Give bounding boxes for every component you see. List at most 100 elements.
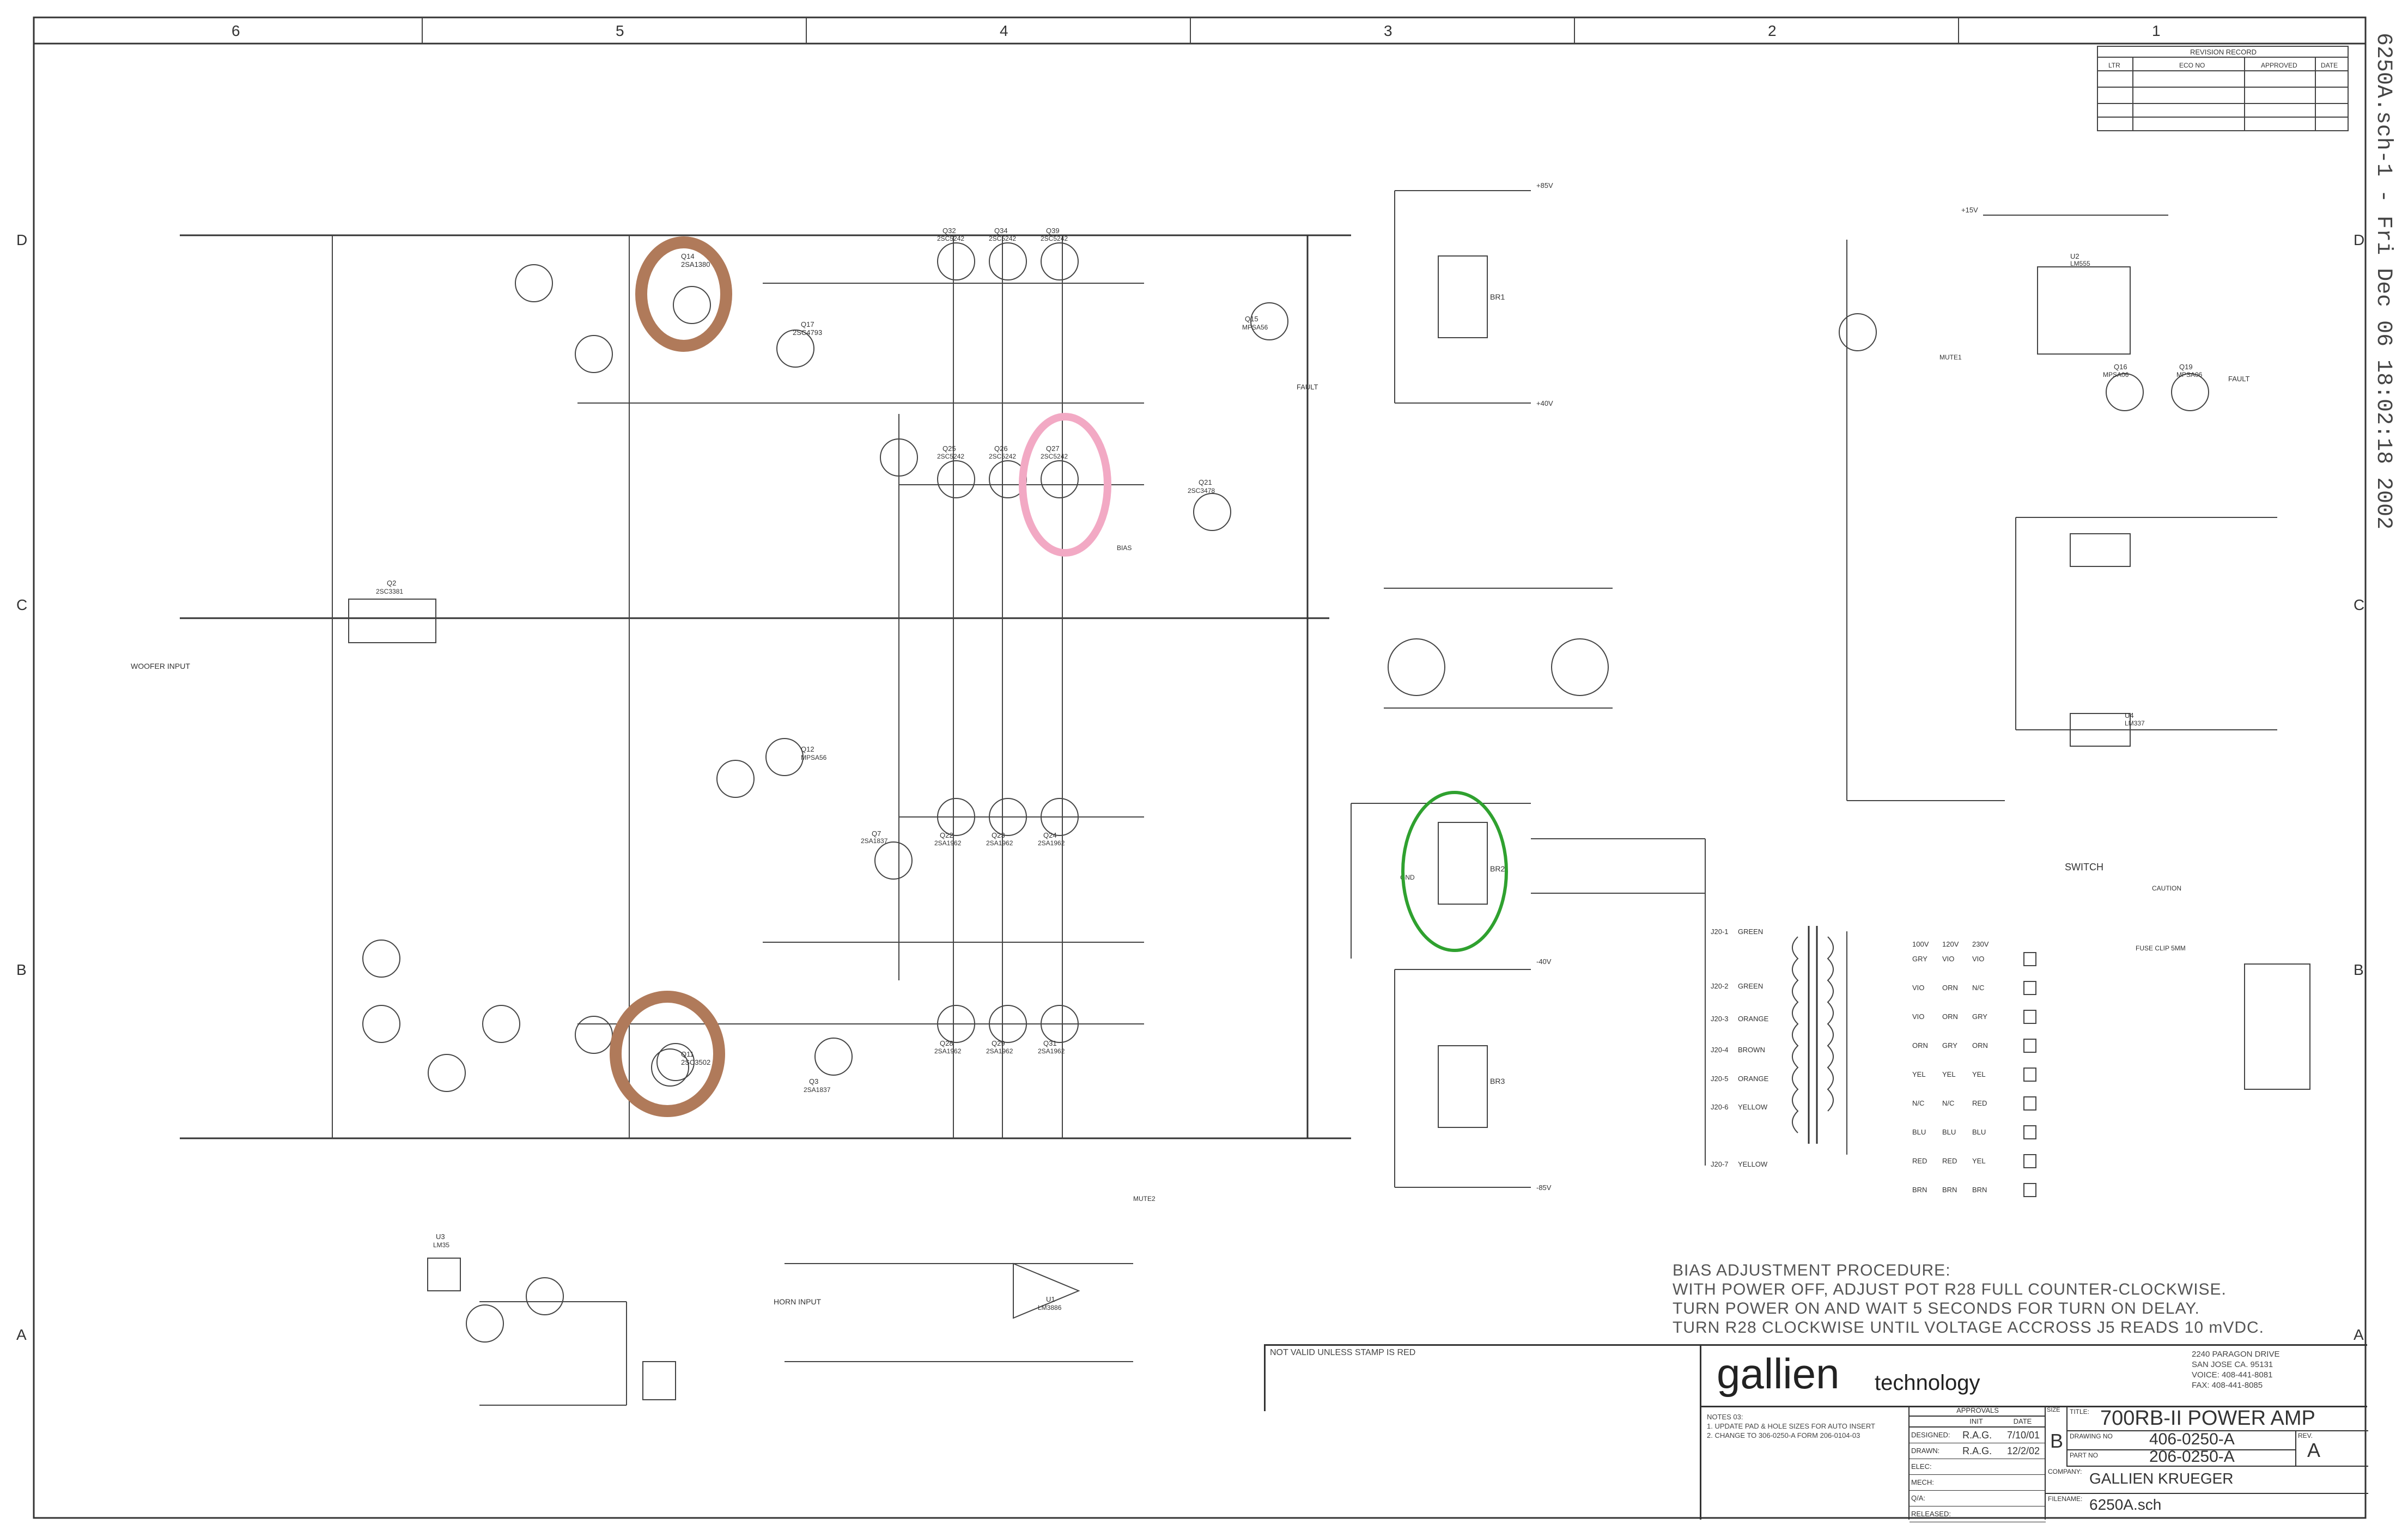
voltage-table-cell: RED bbox=[1912, 1157, 1927, 1165]
wiring bbox=[180, 190, 2277, 1406]
approvals-header: INIT DATE bbox=[1910, 1417, 2046, 1428]
not-valid-text: NOT VALID UNLESS STAMP IS RED bbox=[1270, 1348, 1416, 1357]
u4-ref: U4 bbox=[2125, 711, 2134, 719]
approvals-date: 7/10/01 bbox=[2007, 1430, 2040, 1441]
pink-circle-q27 bbox=[1019, 413, 1111, 557]
approvals-title: APPROVALS bbox=[1910, 1406, 2046, 1417]
approvals-date bbox=[1999, 1491, 2046, 1506]
tap-1-color: GREEN bbox=[1738, 928, 1763, 936]
bias-label: BIAS bbox=[1117, 544, 1132, 552]
voltage-table-cell: YEL bbox=[1942, 1070, 1956, 1078]
voltage-table-cell: VIO bbox=[1912, 1012, 1924, 1021]
q17-value: 2SC4793 bbox=[793, 328, 822, 337]
tap-5-color: ORANGE bbox=[1738, 1075, 1769, 1083]
q21-ref: Q21 bbox=[1199, 478, 1212, 486]
voltage-table-cell: RED bbox=[1942, 1157, 1957, 1165]
tap-4-color: BROWN bbox=[1738, 1046, 1765, 1054]
zone-d-right: D bbox=[2354, 231, 2364, 248]
approvals-date: 12/2/02 bbox=[2007, 1445, 2040, 1456]
zone-1: 1 bbox=[2152, 22, 2161, 39]
drawing-title: 700RB-II POWER AMP bbox=[2100, 1407, 2315, 1430]
q39-ref: Q39 bbox=[1046, 227, 1060, 235]
address-line-4: FAX: 408-441-8085 bbox=[2192, 1381, 2263, 1390]
q19-ref: Q19 bbox=[2179, 363, 2193, 371]
voltage-table-cell: VIO bbox=[1942, 955, 1954, 963]
fault-label-left: FAULT bbox=[1297, 383, 1318, 391]
company-label: COMPANY: bbox=[2048, 1468, 2082, 1475]
address-line-2: SAN JOSE CA. 95131 bbox=[2192, 1360, 2273, 1369]
approvals-role: ELEC: bbox=[1911, 1462, 1932, 1471]
net-labels: WOOFER INPUT HORN INPUT SWITCH CAUTION F… bbox=[131, 181, 2250, 1306]
vt-col-120: 120V bbox=[1942, 940, 1959, 948]
q14-value: 2SA1380 bbox=[681, 260, 710, 269]
plus40-label: +40V bbox=[1536, 399, 1553, 407]
approvals-role: DESIGNED: bbox=[1911, 1431, 1950, 1439]
bias-procedure: BIAS ADJUSTMENT PROCEDURE: WITH POWER OF… bbox=[1673, 1261, 2264, 1337]
rev-label: REV. bbox=[2298, 1432, 2313, 1439]
drawing-no-value: 406-0250-A bbox=[2149, 1430, 2235, 1448]
connector-pin bbox=[2023, 952, 2036, 966]
q15-ref: Q15 bbox=[1245, 315, 1258, 323]
q32-value: 2SC5242 bbox=[937, 235, 964, 242]
approvals-row: Q/A: bbox=[1910, 1491, 2046, 1506]
woofer-input-label: WOOFER INPUT bbox=[131, 662, 190, 670]
bias-procedure-title: BIAS ADJUSTMENT PROCEDURE: bbox=[1673, 1261, 1951, 1279]
tap-3-color: ORANGE bbox=[1738, 1015, 1769, 1023]
ics bbox=[427, 266, 2310, 1400]
q22-ref: Q22 bbox=[940, 831, 953, 839]
approvals-role: Q/A: bbox=[1911, 1494, 1926, 1502]
not-valid-box: NOT VALID UNLESS STAMP IS RED bbox=[1264, 1344, 1701, 1411]
q3-value: 2SA1837 bbox=[804, 1086, 831, 1094]
revision-record-title: REVISION RECORD bbox=[2190, 48, 2257, 56]
fuse-clip-label: FUSE CLIP 5MM bbox=[2136, 944, 2186, 952]
approvals-row: DRAWN:R.A.G.12/2/02 bbox=[1910, 1443, 2046, 1459]
tap-1-label: J20-1 bbox=[1711, 928, 1729, 936]
q7-ref: Q7 bbox=[872, 829, 881, 838]
voltage-table-cell: VIO bbox=[1912, 984, 1924, 992]
company-cell: COMPANY: GALLIEN KRUEGER bbox=[2045, 1466, 2368, 1494]
q31-ref: Q31 bbox=[1043, 1039, 1057, 1047]
tap-6-color: YELLOW bbox=[1738, 1103, 1768, 1111]
approvals-init bbox=[1953, 1475, 1999, 1490]
approvals-init bbox=[1953, 1506, 1999, 1522]
note-1: 1. UPDATE PAD & HOLE SIZES FOR AUTO INSE… bbox=[1707, 1422, 1875, 1430]
minus40-label: -40V bbox=[1536, 957, 1552, 966]
tap-7-color: YELLOW bbox=[1738, 1160, 1768, 1168]
voltage-table-cell: ORN bbox=[1942, 984, 1958, 992]
approvals-row: MECH: bbox=[1910, 1475, 2046, 1491]
rev-col-date: DATE bbox=[2321, 62, 2338, 69]
filename-label: FILENAME: bbox=[2048, 1495, 2083, 1503]
voltage-table-cell: BLU bbox=[1972, 1128, 1986, 1136]
mute2-label: MUTE2 bbox=[1133, 1195, 1156, 1203]
u2-ref: U2 bbox=[2070, 252, 2079, 260]
zone-3: 3 bbox=[1384, 22, 1392, 39]
q24-ref: Q24 bbox=[1043, 831, 1057, 839]
q28-value: 2SA1962 bbox=[934, 1047, 962, 1055]
q27-value: 2SC5242 bbox=[1041, 453, 1068, 460]
approvals-date bbox=[1999, 1475, 2046, 1490]
voltage-table-cell: GRY bbox=[1972, 1012, 1987, 1021]
size-value: B bbox=[2050, 1430, 2063, 1452]
approvals-role: DRAWN: bbox=[1911, 1447, 1940, 1455]
q23-ref: Q23 bbox=[992, 831, 1005, 839]
q11-ref: Q11 bbox=[681, 1050, 694, 1058]
q3-ref: Q3 bbox=[809, 1077, 818, 1085]
q31-value: 2SA1962 bbox=[1038, 1047, 1065, 1055]
approvals-date bbox=[1999, 1459, 2046, 1474]
u3-value: LM35 bbox=[433, 1241, 449, 1249]
u4-value: LM337 bbox=[2125, 719, 2145, 727]
notes: NOTES 03: 1. UPDATE PAD & HOLE SIZES FOR… bbox=[1707, 1412, 1908, 1440]
connector-pin bbox=[2023, 1039, 2036, 1053]
approvals-role: MECH: bbox=[1911, 1478, 1934, 1486]
q2-ref: Q2 bbox=[387, 579, 396, 587]
sheet-header-id: 6250A.sch-1 - Fri Dec 06 18:02:18 2002 bbox=[2371, 33, 2395, 529]
approvals-row: DESIGNED:R.A.G.7/10/01 bbox=[1910, 1428, 2046, 1443]
zone-b-right: B bbox=[2354, 961, 2364, 978]
q32-ref: Q32 bbox=[942, 227, 956, 235]
rev-cell: REV. A bbox=[2295, 1430, 2368, 1467]
q16-value: MPSA06 bbox=[2103, 371, 2129, 379]
approvals-table: APPROVALS INIT DATE DESIGNED:R.A.G.7/10/… bbox=[1908, 1406, 2046, 1522]
u3-ref: U3 bbox=[436, 1233, 445, 1241]
row-zones: D C B A D C B A bbox=[16, 231, 2364, 1343]
